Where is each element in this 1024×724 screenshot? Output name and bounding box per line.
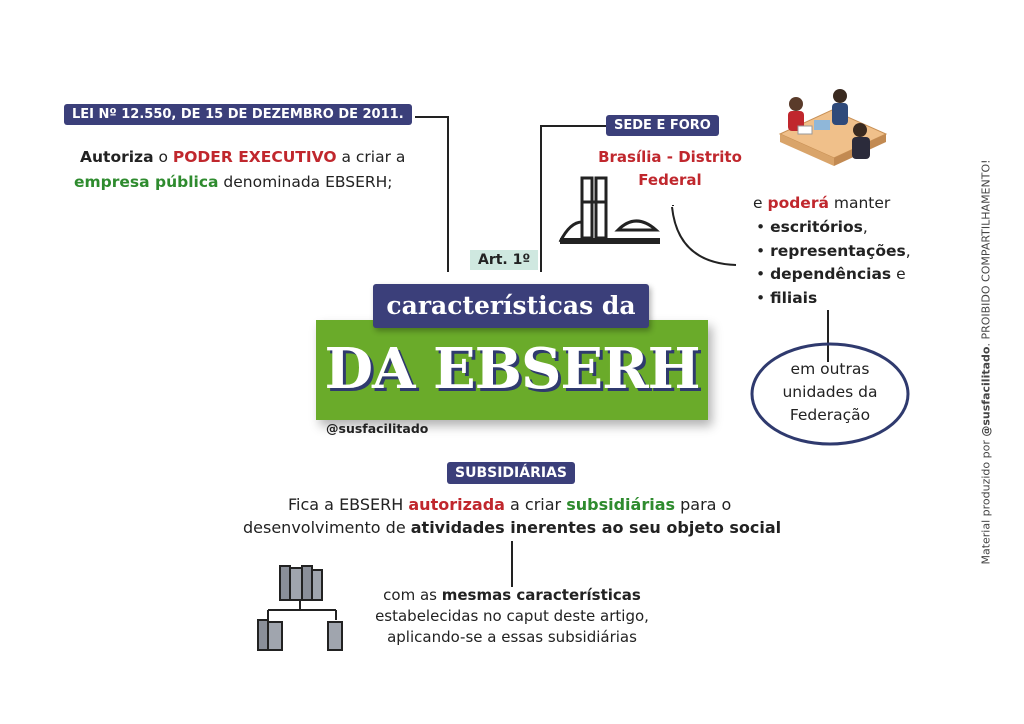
offices-list: • escritórios, • representações, • depen… <box>756 216 911 310</box>
list-item: • dependências e <box>756 265 906 283</box>
offices-intro: e poderá manter <box>753 194 891 212</box>
connector-law-h <box>415 116 449 118</box>
list-item: • escritórios, <box>756 218 868 236</box>
sede-tag: SEDE E FORO <box>606 115 719 136</box>
list-item: • filiais <box>756 288 818 307</box>
law-text-line1: Autoriza o PODER EXECUTIVO a criar a <box>80 148 406 166</box>
subsidiarias-conclusion: com as mesmas características estabeleci… <box>375 586 649 646</box>
subsidiarias-line2: desenvolvimento de atividades inerentes … <box>243 518 782 537</box>
law-tag: LEI Nº 12.550, DE 15 DE DEZEMBRO DE 2011… <box>64 104 412 125</box>
handle-label: @susfacilitado <box>326 421 429 436</box>
law-text-line2: empresa pública denominada EBSERH; <box>74 173 393 191</box>
connector-sede-h <box>540 125 606 127</box>
organization-buildings-icon <box>257 565 343 651</box>
federation-circle <box>750 342 910 446</box>
title-main: DA EBSERH <box>324 336 700 402</box>
watermark-text: Material produzido por @susfacilitado. P… <box>979 159 993 565</box>
connector-subsidiarias <box>511 541 513 587</box>
title-top: características da <box>373 284 649 328</box>
sede-text-line1: Brasília - Distrito <box>598 148 742 166</box>
subsidiarias-line1: Fica a EBSERH autorizada a criar subsidi… <box>288 495 732 514</box>
office-meeting-icon <box>778 89 888 166</box>
connector-offices-curve <box>671 206 737 266</box>
connector-sede-v <box>540 125 542 272</box>
title-green-box <box>316 320 708 420</box>
connector-law-v <box>447 116 449 272</box>
federation-text: em outras unidades da Federação <box>782 360 878 424</box>
sede-text-line2: Federal <box>638 171 702 189</box>
list-item: • representações, <box>756 241 911 260</box>
connector-offices-anchor <box>672 205 674 206</box>
art-tag: Art. 1º <box>470 250 539 270</box>
subsidiarias-tag: SUBSIDIÁRIAS <box>447 462 575 484</box>
connector-offices-circle <box>827 310 829 362</box>
congress-building-icon <box>558 176 660 244</box>
